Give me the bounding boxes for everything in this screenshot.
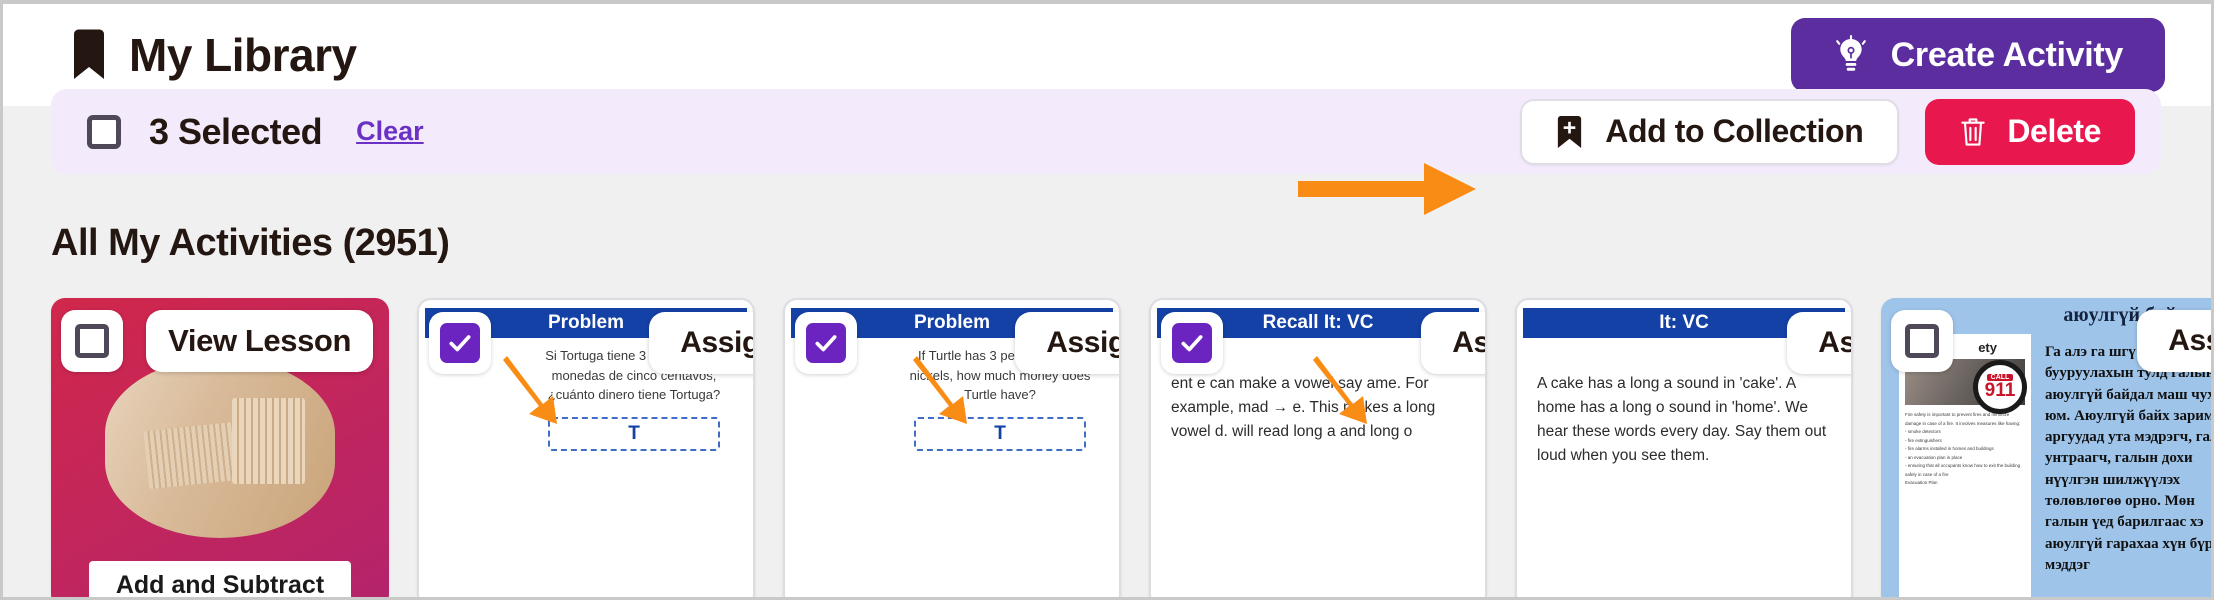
card-2-body: Si Tortuga tiene 3 centavos y 2 monedas … [425,338,747,597]
lesson-caption: Add and Subtract [89,561,351,597]
card-6-assign-button[interactable]: Assign [2137,310,2211,372]
add-to-collection-button[interactable]: Add to Collection [1520,98,1900,165]
card-6-sheet-lines: Fire safety is important to prevent fire… [1905,411,2025,488]
checkbox-checked-icon [1172,323,1212,363]
sheet-line: - fire alarms installed in homes and bui… [1905,446,1994,452]
delete-label: Delete [2007,113,2101,149]
call-911-badge: CALL 911 [1973,360,2027,414]
card-1-checkbox[interactable] [61,310,123,372]
activity-card-problem-es[interactable]: Problem Si Tortuga tiene 3 centavos y 2 … [417,298,755,597]
card-2-assign-button[interactable]: Assign [649,312,753,374]
card-5-text: A cake has a long a sound in 'cake'. A h… [1537,375,1827,465]
sheet-line: - an evacuation plan in place [1905,454,1963,460]
card-3-answer-box: T [914,416,1086,451]
selection-info-group: 3 Selected Clear [87,111,424,153]
activity-card-recall-vce-1[interactable]: Recall It: VC ent e can make a vowel say… [1149,298,1487,597]
card-6-sheet-title: ety [1978,340,1997,355]
header-title-group: My Library [71,28,357,82]
sheet-line: - ensuring that all occupants know how t… [1905,463,2021,477]
card-4-assign-button[interactable]: Assign [1421,312,1485,374]
activity-card-lesson[interactable]: Add and Subtract View Lesson [51,298,389,597]
card-6-checkbox[interactable] [1891,310,1953,372]
checkbox-checked-icon [806,323,846,363]
card-3-assign-button[interactable]: Assign [1015,312,1119,374]
card-4-body: ent e can make a vowel say ame. For exam… [1157,338,1479,597]
card-6-body-text: Га алэ га шгү хохирлын бууруулахын тулд … [2045,344,2214,573]
section-title: All My Activities (2951) [51,222,450,264]
card-3-checkbox[interactable] [795,312,857,374]
sheet-line: Evacuation Plan [1905,480,1938,486]
card-2-checkbox[interactable] [429,312,491,374]
activity-card-grid: Add and Subtract View Lesson Problem Si … [51,298,2211,597]
activity-card-problem-en[interactable]: Problem If Turtle has 3 pennies and 2 ni… [783,298,1121,597]
selected-count-label: 3 Selected [149,110,323,152]
card-3-body: If Turtle has 3 pennies and 2 nickels, h… [791,338,1113,597]
page-title: My Library [129,29,357,81]
add-to-collection-label: Add to Collection [1605,113,1864,149]
number-911-label: 911 [1984,380,2016,401]
card-4-checkbox[interactable] [1161,312,1223,374]
delete-button[interactable]: Delete [1925,98,2135,165]
sheet-line: - fire extinguishers [1905,437,1942,443]
select-all-checkbox[interactable] [87,114,121,149]
checkbox-checked-icon [440,323,480,363]
sheet-line: - smoke detectors [1905,429,1941,435]
create-activity-label: Create Activity [1890,35,2124,74]
card-5-body: A cake has a long a sound in 'cake'. A h… [1523,338,1845,597]
bookmark-icon [71,29,107,81]
call-label: CALL [1986,374,2014,381]
selection-action-bar: 3 Selected Clear Add to Collection Del [51,89,2161,174]
clear-selection-link[interactable]: Clear [356,116,424,146]
card-5-assign-button[interactable]: Assign [1787,312,1851,374]
lightbulb-icon [1833,35,1869,75]
card-6-worksheet-thumbnail: ety CALL 911 Fire safety is important to… [1899,334,2031,597]
activity-card-recall-vce-2[interactable]: It: VC A cake has a long a sound in 'cak… [1515,298,1853,597]
create-activity-button[interactable]: Create Activity [1790,18,2165,92]
checkbox-unchecked-icon [1905,324,1939,358]
card-2-answer-box: T [548,416,720,451]
sheet-line: Fire safety is important to prevent fire… [1905,412,2021,426]
trash-icon [1959,116,1987,148]
lesson-thumbnail-image [105,358,335,538]
view-lesson-button[interactable]: View Lesson [146,310,373,372]
checkbox-unchecked-icon [75,324,109,358]
bookmark-plus-icon [1556,115,1583,148]
activity-card-fire-safety-mn[interactable]: аюулгүй байдлын ety CALL 911 Fire safety… [1881,298,2214,597]
